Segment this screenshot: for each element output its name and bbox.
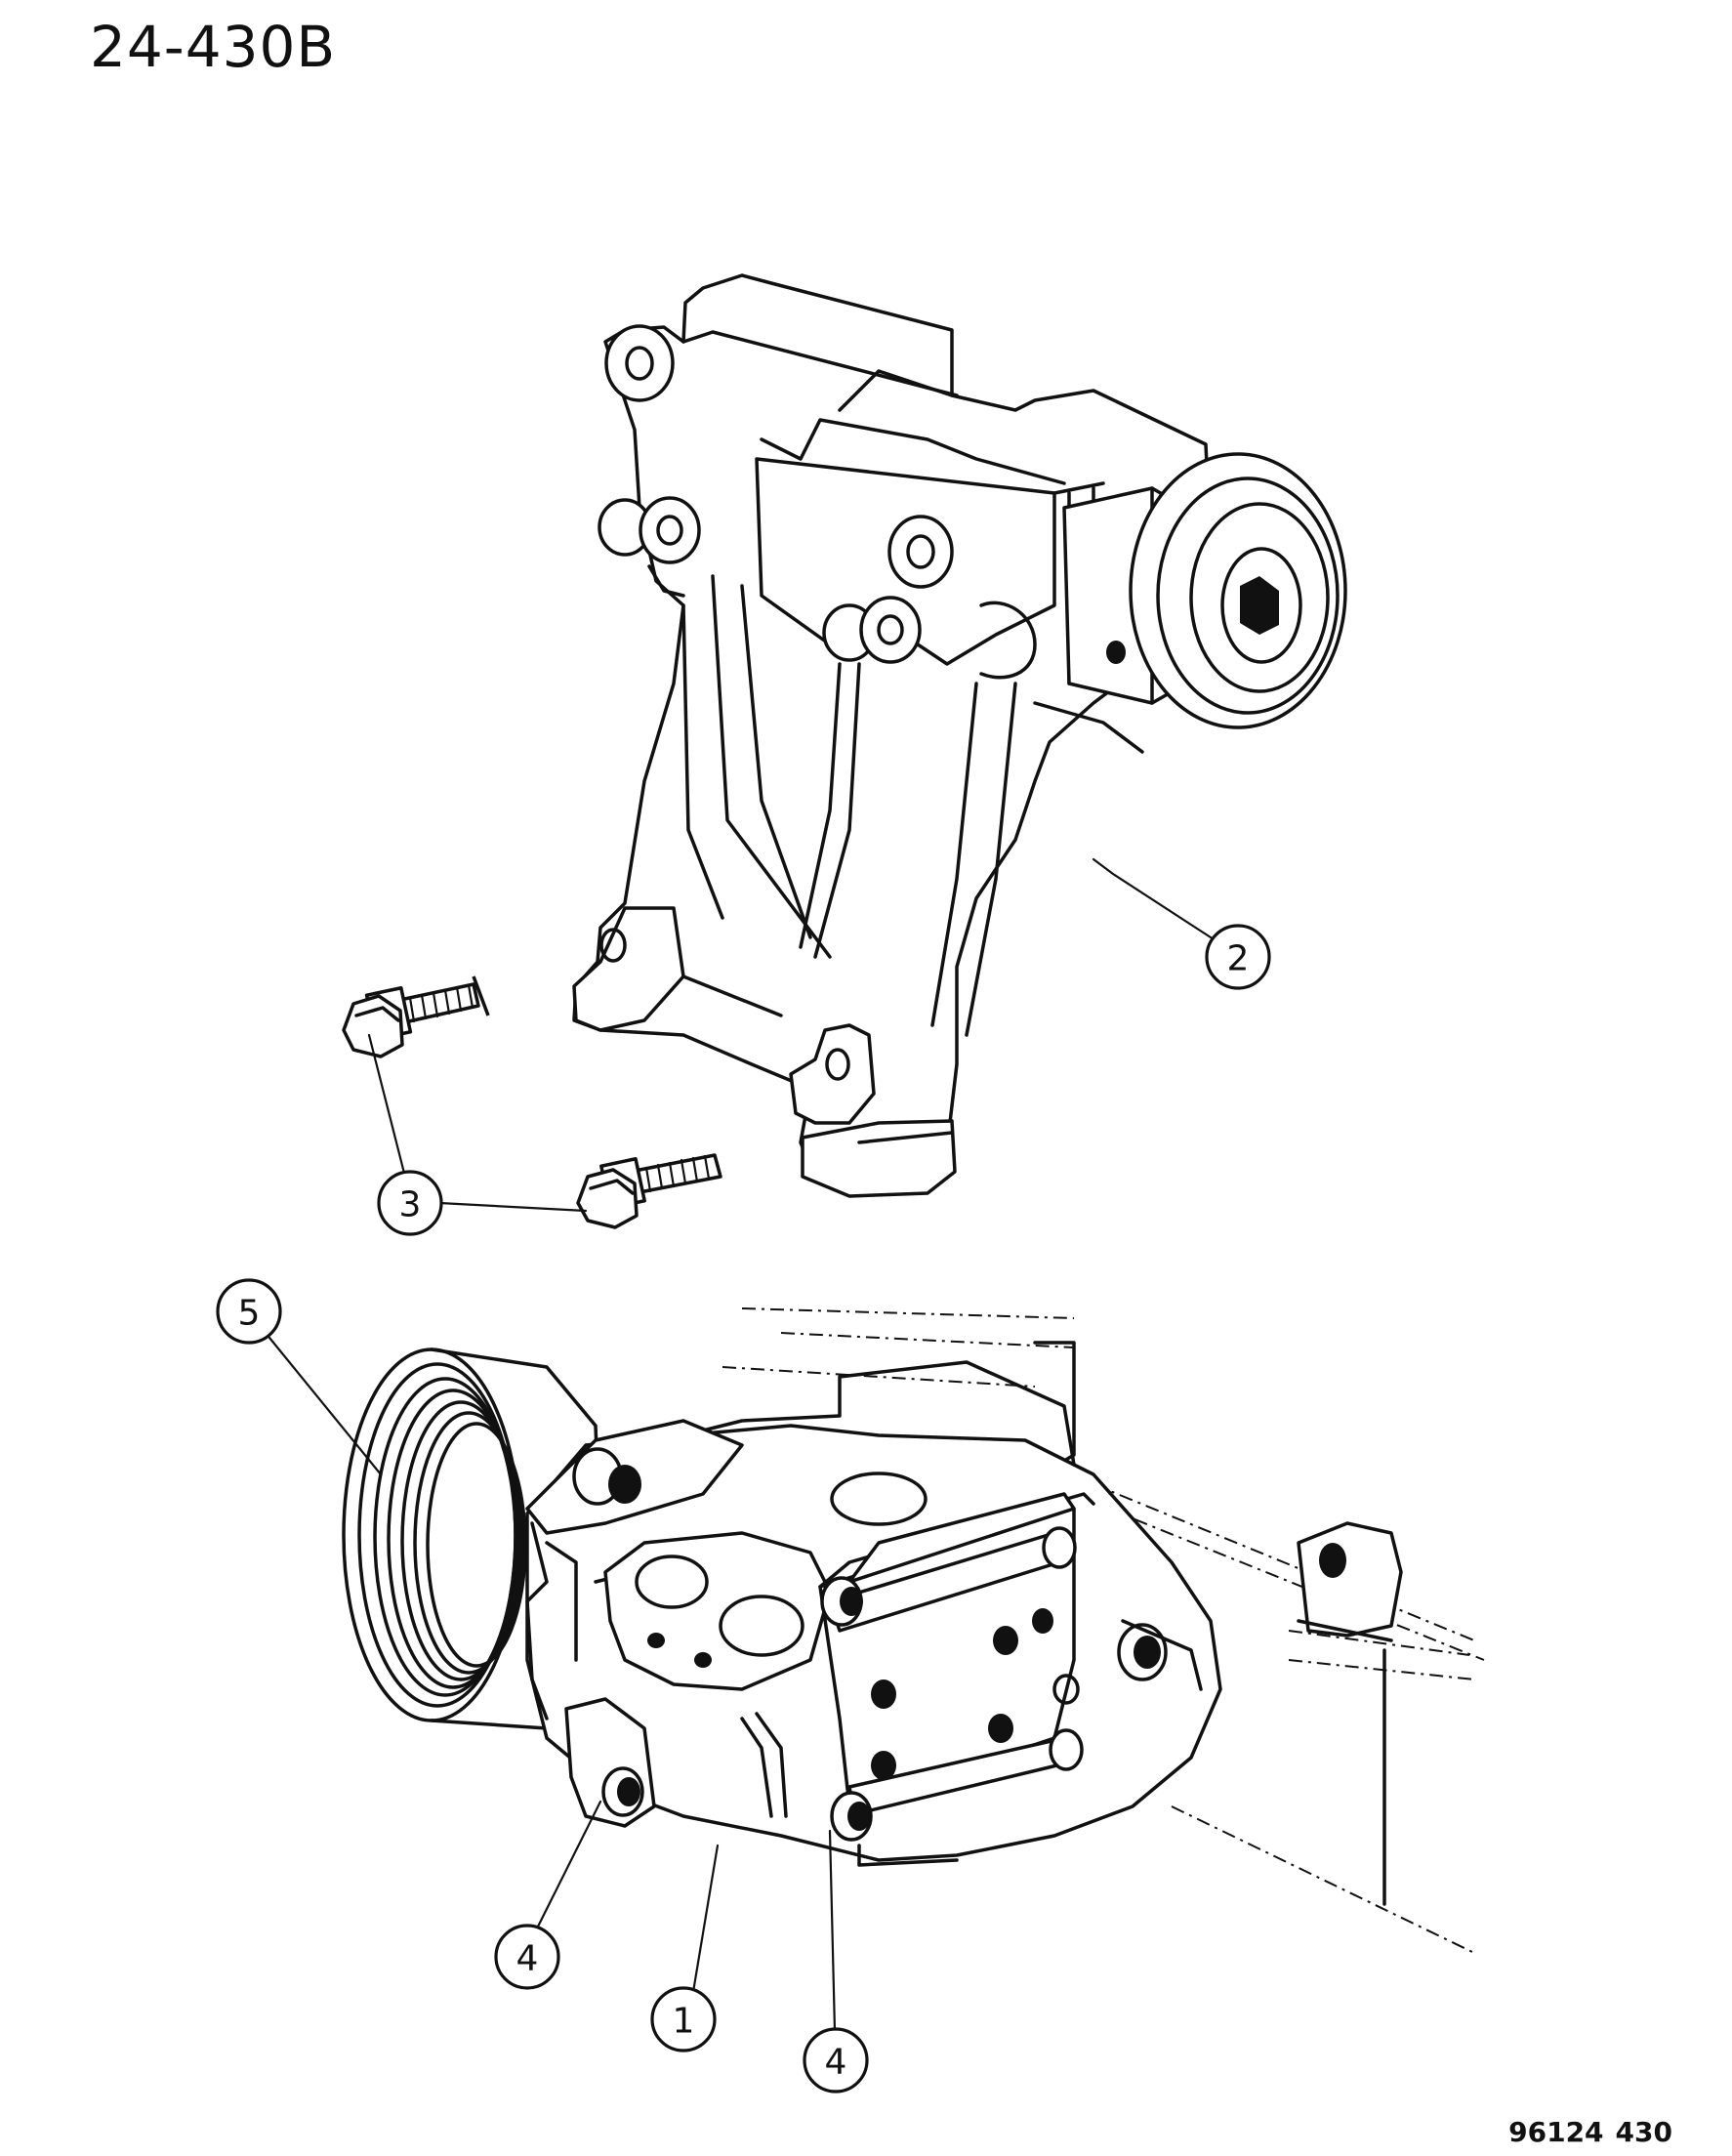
idler-pulley — [1129, 452, 1347, 729]
figure-code: 96124 430 — [1497, 2116, 1672, 2148]
callout-2: 2 — [1205, 924, 1271, 990]
callout-4-left-label: 4 — [516, 1939, 539, 1979]
callout-5: 5 — [216, 1278, 282, 1345]
bolt-lower — [576, 1153, 722, 1229]
callout-3-label: 3 — [399, 1185, 422, 1225]
page-code: 24-430B — [90, 14, 337, 80]
callout-1: 1 — [650, 1986, 717, 2052]
callout-1-label: 1 — [673, 2002, 695, 2042]
figure-code-part1: 96124 — [1508, 2116, 1604, 2148]
leader-lines — [268, 857, 1213, 2033]
callout-2-label: 2 — [1227, 939, 1250, 979]
callout-3: 3 — [377, 1170, 443, 1236]
bolt-upper — [342, 975, 490, 1058]
pulley-bolt — [1240, 576, 1279, 635]
compressor — [342, 1307, 1485, 1954]
bolts — [342, 975, 722, 1229]
callout-4-right: 4 — [803, 2027, 869, 2094]
mounting-bracket — [572, 273, 1347, 1198]
callout-5-label: 5 — [238, 1294, 261, 1334]
callout-4-left: 4 — [494, 1924, 560, 1990]
callout-4-right-label: 4 — [825, 2043, 847, 2083]
figure-code-part2: 430 — [1615, 2116, 1672, 2148]
